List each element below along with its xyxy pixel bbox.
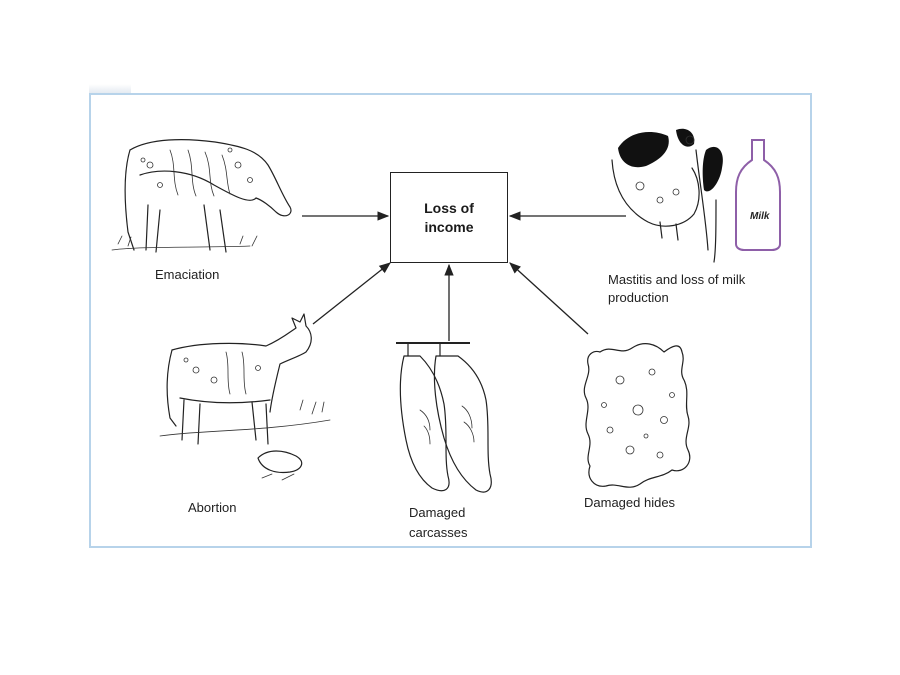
caption-carcasses-line1: Damaged bbox=[409, 505, 465, 520]
aborting-cow-illustration bbox=[159, 313, 331, 481]
caption-emaciation: Emaciation bbox=[155, 267, 219, 282]
loss-of-income-label: Loss of income bbox=[409, 199, 489, 237]
loss-of-income-line1: Loss of bbox=[424, 199, 474, 216]
damaged-hide-illustration bbox=[583, 343, 691, 488]
arrow-hides-to-center bbox=[509, 262, 589, 335]
loss-of-income-box: Loss of income bbox=[390, 172, 508, 263]
loss-of-income-line2: income bbox=[424, 218, 474, 235]
caption-abortion: Abortion bbox=[188, 500, 236, 515]
milk-bottle-label: Milk bbox=[750, 211, 770, 222]
caption-carcasses-line2: carcasses bbox=[409, 525, 468, 540]
emaciated-cow-illustration bbox=[111, 139, 292, 253]
caption-mastitis-line2: production bbox=[608, 290, 669, 305]
frame-tab-decoration bbox=[89, 84, 131, 93]
caption-mastitis-line1: Mastitis and loss of milk bbox=[608, 272, 746, 287]
milk-bottle-illustration: Milk bbox=[735, 139, 781, 251]
caption-hides: Damaged hides bbox=[584, 495, 676, 510]
arrow-abortion-to-center bbox=[312, 262, 391, 325]
mastitis-udder-illustration bbox=[611, 128, 723, 263]
carcasses-illustration bbox=[396, 342, 492, 493]
